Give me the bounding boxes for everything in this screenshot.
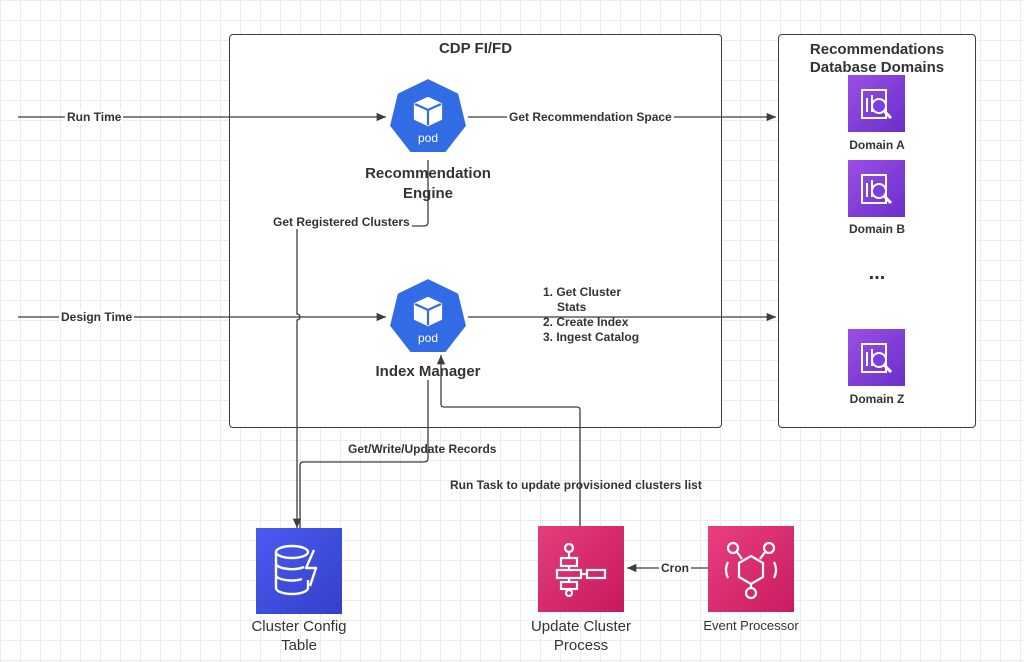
- cluster-config-table-label: Cluster Config Table: [224, 617, 374, 655]
- index-step-1: 1. Get Cluster: [543, 285, 622, 299]
- index-steps-label: 1. Get Cluster Stats 2. Create Index 3. …: [543, 285, 639, 345]
- event-processor-icon[interactable]: [708, 526, 794, 612]
- domain-a-label: Domain A: [849, 138, 905, 152]
- database-search-icon: [860, 88, 892, 119]
- design-time-label: Design Time: [59, 310, 135, 324]
- database-search-icon: [860, 173, 892, 204]
- domain-z-label: Domain Z: [849, 392, 905, 406]
- index-manager-pod-icon[interactable]: pod: [386, 276, 470, 360]
- domain-b-label: Domain B: [848, 222, 905, 236]
- update-cluster-process-label: Update Cluster Process: [506, 617, 656, 655]
- recommendation-engine-title-line1: Recommendation: [365, 165, 491, 182]
- cluster-config-table-label-line1: Cluster Config: [251, 618, 347, 635]
- event-processor-label: Event Processor: [703, 618, 799, 633]
- recommendations-title: Recommendations Database Domains: [778, 41, 976, 77]
- index-step-1-continued: Stats: [557, 300, 587, 314]
- domain-b-icon[interactable]: [848, 160, 905, 217]
- index-manager-title: Index Manager: [375, 363, 481, 380]
- index-manager-pod-badge: pod: [418, 331, 438, 345]
- get-write-update-records-edge: [299, 380, 429, 528]
- get-write-update-records-label: Get/Write/Update Records: [348, 442, 497, 456]
- cluster-config-table-label-line2: Table: [281, 637, 317, 654]
- index-step-2: 2. Create Index: [543, 315, 629, 329]
- run-task-edge: [436, 355, 581, 526]
- recommendations-title-line2: Database Domains: [809, 59, 945, 76]
- eventbridge-icon: [724, 541, 778, 600]
- cdp-container: [229, 34, 722, 428]
- cron-label: Cron: [659, 561, 691, 575]
- recommendation-engine-title-line2: Engine: [402, 185, 453, 202]
- get-recommendation-space-label: Get Recommendation Space: [507, 110, 674, 124]
- domain-z-icon[interactable]: [848, 329, 905, 386]
- update-cluster-process-label-line2: Process: [553, 637, 609, 654]
- update-cluster-process-label-line1: Update Cluster: [530, 618, 632, 635]
- cdp-title: CDP FI/FD: [438, 40, 513, 57]
- cluster-config-table-icon[interactable]: [256, 528, 342, 614]
- domain-ellipsis: ...: [868, 262, 886, 284]
- dynamodb-icon: [274, 544, 318, 596]
- get-registered-clusters-label: Get Registered Clusters: [271, 215, 412, 229]
- update-cluster-process-icon[interactable]: [538, 526, 624, 612]
- database-search-icon: [860, 342, 892, 373]
- recommendation-engine-pod-badge: pod: [418, 131, 438, 145]
- index-step-3: 3. Ingest Catalog: [543, 330, 640, 344]
- run-task-label: Run Task to update provisioned clusters …: [450, 478, 702, 492]
- run-time-label: Run Time: [65, 110, 124, 124]
- recommendation-engine-title: Recommendation Engine: [346, 164, 510, 204]
- recommendations-title-line1: Recommendations: [809, 41, 945, 58]
- recommendation-engine-pod-icon[interactable]: pod: [386, 76, 470, 160]
- domain-a-icon[interactable]: [848, 75, 905, 132]
- step-functions-icon: [555, 542, 607, 597]
